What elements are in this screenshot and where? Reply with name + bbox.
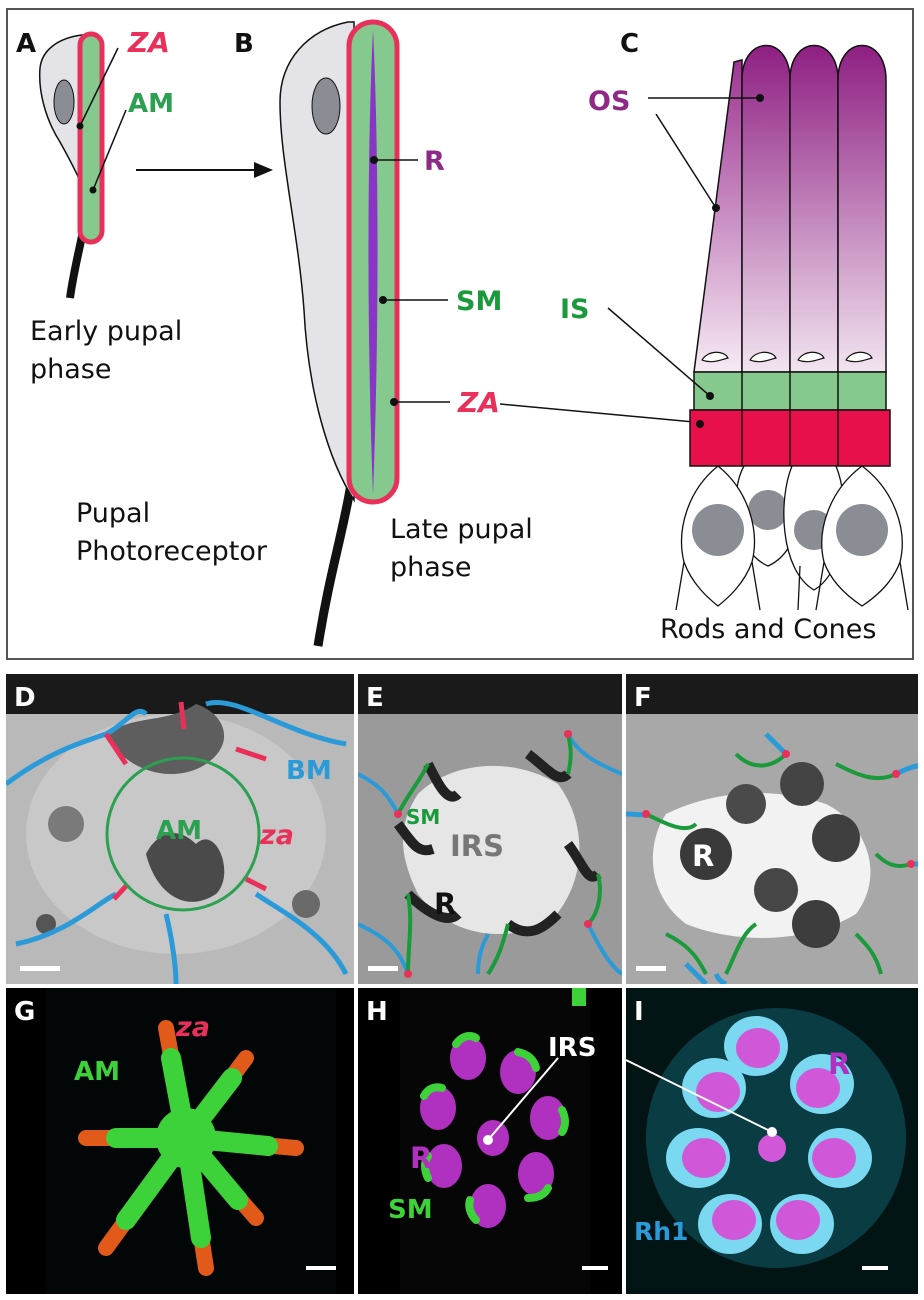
label-am-d: AM (156, 816, 202, 846)
fluorescence-i-figure: I R Rh1 (626, 997, 906, 1270)
panel-label-a: A (16, 29, 36, 59)
panel-label-h: H (366, 997, 388, 1027)
label-r-e: R (434, 887, 456, 921)
micrograph-e-figure: E SM IRS R (358, 674, 622, 984)
schematic-panel: A ZA AM Early pupal phase B R SM ZA Late… (6, 8, 914, 660)
caption-late-line2: phase (390, 552, 471, 583)
nucleus-b (311, 77, 341, 135)
label-r-i: R (828, 1047, 850, 1081)
label-am-g: AM (74, 1057, 120, 1087)
rhabdomere-b (368, 30, 378, 495)
rods-and-cones (607, 44, 909, 611)
label-za-g: za (175, 1012, 210, 1043)
rod-outer-segment-1 (741, 44, 791, 373)
caption-early-line2: phase (30, 354, 111, 385)
panel-label-f: F (634, 683, 652, 713)
label-irs-e: IRS (450, 829, 504, 863)
rod-outer-segment-2 (789, 44, 839, 373)
panel-label-e: E (366, 683, 384, 713)
label-irs-h: IRS (548, 1033, 596, 1063)
nucleus-c2 (836, 504, 888, 556)
late-pupal-photoreceptor (279, 19, 450, 647)
fluorescence-h-figure: H IRS R SM (366, 988, 608, 1294)
label-rh1-i: Rh1 (634, 1217, 688, 1246)
label-r-f: R (692, 839, 714, 873)
panel-label-b: B (234, 29, 254, 59)
micrograph-f-figure: F R (626, 674, 918, 984)
label-r-h: R (410, 1141, 432, 1175)
panel-label-i: I (634, 997, 644, 1027)
fluorescence-g: G AM za (6, 988, 354, 1294)
fluorescence-i: I R Rh1 (626, 988, 918, 1294)
micrograph-d: D BM AM za (6, 674, 354, 984)
cone-outer-segment (693, 59, 743, 373)
label-bm-d: BM (286, 756, 332, 786)
caption-pupal-line1: Pupal (76, 498, 150, 529)
label-za-a: ZA (127, 26, 170, 59)
panel-label-d: D (14, 683, 36, 713)
fluorescence-g-figure: G AM za (14, 988, 336, 1294)
label-sm-h: SM (388, 1195, 433, 1225)
nucleus-a (53, 79, 75, 125)
label-sm-e: SM (406, 805, 440, 829)
early-pupal-photoreceptor (38, 31, 127, 299)
label-za-b: ZA (457, 386, 500, 419)
za-connector-line (499, 403, 695, 423)
label-za-d: za (259, 820, 294, 851)
panel-label-c: C (620, 29, 639, 59)
caption-rods-cones: Rods and Cones (660, 614, 876, 645)
label-is-c: IS (560, 294, 590, 325)
label-am-a: AM (128, 89, 174, 119)
fluorescence-h: H IRS R SM (358, 988, 622, 1294)
micrograph-d-figure: D BM AM za (6, 674, 354, 984)
nucleus-c1 (692, 504, 744, 556)
za-ring-a (77, 31, 105, 245)
label-sm-b: SM (456, 286, 502, 317)
micrograph-e: E SM IRS R (358, 674, 622, 984)
schematic-figure: A ZA AM Early pupal phase B R SM ZA Late… (16, 19, 909, 647)
label-os-c: OS (588, 86, 630, 117)
caption-early-line1: Early pupal (30, 316, 182, 347)
panel-label-g: G (14, 997, 35, 1027)
cell-body-b (279, 21, 355, 503)
label-r-b: R (424, 146, 445, 177)
caption-pupal-line2: Photoreceptor (76, 536, 268, 567)
micrograph-f: F R (626, 674, 918, 984)
caption-late-line1: Late pupal (390, 514, 533, 545)
rod-outer-segment-3 (837, 44, 887, 373)
